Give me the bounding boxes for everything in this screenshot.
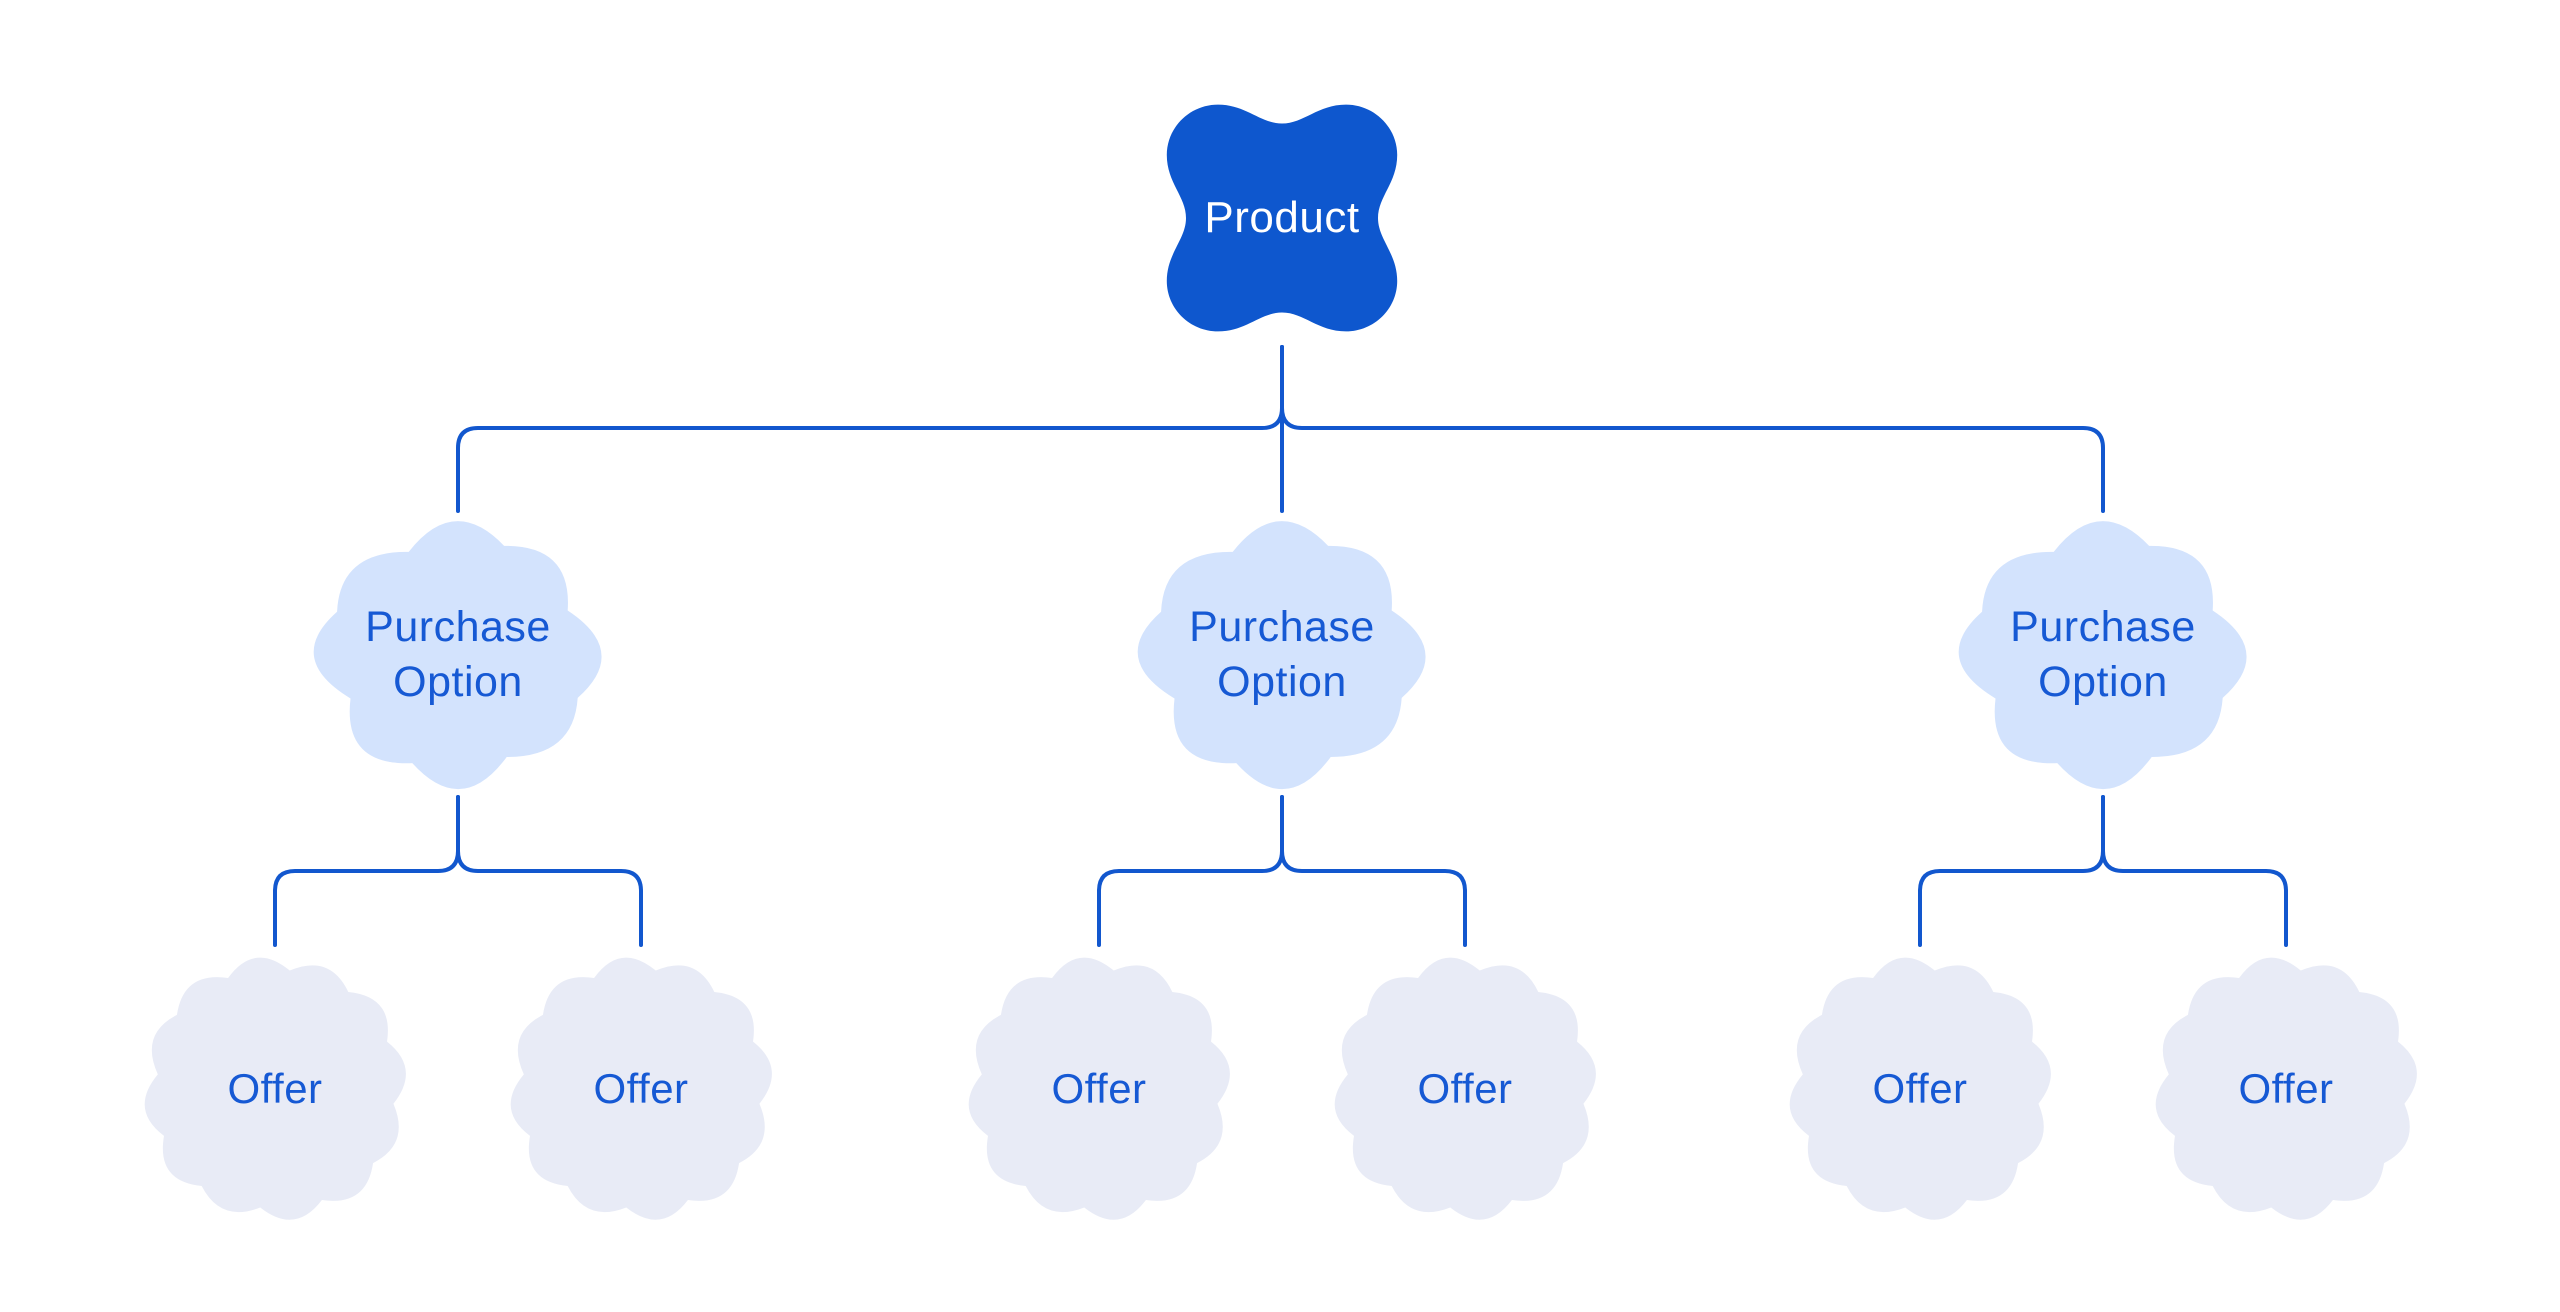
connector-po1-right	[456, 795, 643, 947]
offer-blob-shape	[144, 957, 406, 1220]
offer-blob-shape	[1789, 957, 2051, 1220]
purchase-option-label: Purchase Option	[2010, 602, 2196, 706]
product-node: Product	[1154, 92, 1410, 344]
offer-label: Offer	[1051, 1065, 1147, 1112]
connector-root-left	[456, 345, 1284, 513]
offer-node-4: Offer	[1324, 948, 1606, 1230]
offer-blob-shape	[1334, 957, 1596, 1220]
purchase-option-node-2: Purchase Option	[1131, 516, 1433, 794]
offer-node-6: Offer	[2145, 948, 2427, 1230]
offer-blob-shape	[2155, 957, 2417, 1220]
offer-node-2: Offer	[500, 948, 782, 1230]
purchase-option-blob-shape	[1137, 521, 1426, 790]
offer-blob-shape	[968, 957, 1230, 1220]
product-label: Product	[1204, 193, 1360, 242]
offer-node-1: Offer	[134, 948, 416, 1230]
product-blob-shape	[1166, 104, 1398, 332]
purchase-option-node-3: Purchase Option	[1952, 516, 2254, 794]
offer-label: Offer	[227, 1065, 323, 1112]
connector-po2-left	[1097, 795, 1284, 947]
offer-node-5: Offer	[1779, 948, 2061, 1230]
purchase-option-node-1: Purchase Option	[307, 516, 609, 794]
offer-label: Offer	[593, 1065, 689, 1112]
purchase-option-blob-shape	[313, 521, 602, 790]
offer-label: Offer	[1872, 1065, 1968, 1112]
connector-po3-right	[2101, 795, 2288, 947]
offer-node-3: Offer	[958, 948, 1240, 1230]
purchase-option-blob-shape	[1958, 521, 2247, 790]
connector-po1-left	[273, 795, 460, 947]
connector-po2-right	[1280, 795, 1467, 947]
connector-po3-left	[1918, 795, 2105, 947]
purchase-option-label: Purchase Option	[1189, 602, 1375, 706]
offer-label: Offer	[2238, 1065, 2334, 1112]
purchase-option-label: Purchase Option	[365, 602, 551, 706]
connector-root-right	[1280, 345, 2105, 513]
offer-blob-shape	[510, 957, 772, 1220]
offer-label: Offer	[1417, 1065, 1513, 1112]
